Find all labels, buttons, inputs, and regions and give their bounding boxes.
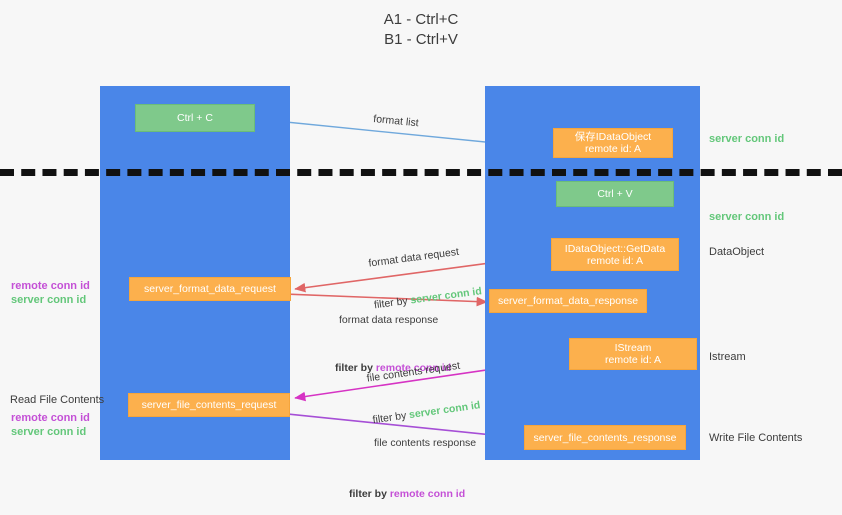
right-label-dataobject: DataObject [709,246,765,258]
phase-divider [0,169,842,176]
left-label-group-format: remote conn id server conn id [11,279,90,307]
right-label-server-conn-id-2: server conn id [709,211,785,223]
edge-label-file-contents-response-line2: filter by remote conn id [349,487,476,501]
left-label-read-file-contents: Read File Contents [10,394,105,406]
box-server-file-contents-request[interactable]: server_file_contents_request [128,393,290,417]
left-label-remote-conn-id-1: remote conn id [11,280,90,292]
right-label-write-file-contents: Write File Contents [709,432,803,444]
box-server-format-data-request[interactable]: server_format_data_request [129,277,291,301]
box-ctrl-c-line1: Ctrl + C [177,112,213,124]
box-idataobject-getdata[interactable]: IDataObject::GetData remote id: A [551,238,679,271]
box-server-format-data-request-line1: server_format_data_request [144,283,276,295]
box-save-idataobject-line2: remote id: A [584,143,642,155]
box-save-idataobject[interactable]: 保存IDataObject remote id: A [553,128,673,158]
box-istream-line2: remote id: A [604,354,662,366]
box-istream-line1: IStream [614,342,652,354]
filter-prefix-2: filter by [335,362,376,374]
box-idataobject-getdata-line2: remote id: A [586,254,644,267]
left-label-server-conn-id-1: server conn id [11,294,87,306]
box-server-format-data-response[interactable]: server_format_data_response [489,289,647,313]
edge-label-format-data-request-line1: format data request [367,245,460,270]
right-label-server-conn-id-1: server conn id [709,133,785,145]
box-ctrl-v-line1: Ctrl + V [597,188,633,200]
filter-prefix-4: filter by [349,488,390,500]
box-server-file-contents-request-line1: server_file_contents_request [141,399,277,411]
filter-value-remote-conn-id-1: remote conn id [375,362,452,374]
left-label-group-file: remote conn id server conn id [11,411,90,439]
edge-label-format-data-response-line2: filter by remote conn id [335,361,451,375]
page-title: A1 - Ctrl+C B1 - Ctrl+V [383,11,459,48]
edge-label-file-contents-request-line1: file contents request [366,359,461,385]
left-label-remote-conn-id-2: remote conn id [11,412,90,424]
box-istream[interactable]: IStream remote id: A [569,338,697,370]
left-label-server-conn-id-2: server conn id [11,426,87,438]
box-server-format-data-response-line1: server_format_data_response [497,295,639,307]
filter-value-remote-conn-id-2: remote conn id [389,488,466,500]
edge-label-file-contents-response: file contents response filter by remote … [349,408,477,515]
edge-label-format-data-response-line1: format data response [339,314,439,326]
box-idataobject-getdata-line1: IDataObject::GetData [564,242,666,255]
edge-label-file-contents-response-line1: file contents response [374,437,477,449]
box-save-idataobject-line1: 保存IDataObject [574,131,652,143]
right-label-istream: Istream [709,351,746,363]
box-server-file-contents-response[interactable]: server_file_contents_response [524,425,686,450]
box-server-file-contents-response-line1: server_file_contents_response [533,431,677,444]
box-ctrl-v[interactable]: Ctrl + V [556,181,674,207]
box-ctrl-c[interactable]: Ctrl + C [135,104,255,132]
edge-label-format-data-response: format data response filter by remote co… [335,285,451,389]
